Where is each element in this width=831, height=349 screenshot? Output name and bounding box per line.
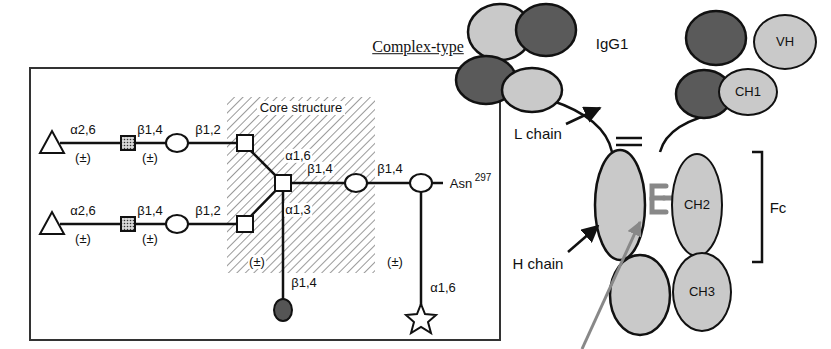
glcnac [166,134,188,152]
residue-name: Asn [450,177,472,191]
glycan-bonds [60,143,443,305]
residue-number: 297 [475,172,492,183]
linkage-label: β1,4 [376,162,404,176]
linkage-label: (±) [74,232,92,246]
mannose [275,175,291,191]
linkage-label: β1,4 [290,276,318,290]
part-label: H chain [513,256,564,273]
disulfide [616,137,642,140]
ch2-domain [595,150,645,260]
glcnac [345,174,367,192]
panel-frame [30,68,500,340]
linkage-label: (±) [74,151,92,165]
core-hatch [227,97,375,273]
glycan-pointer [582,222,640,349]
disulfide [616,144,642,147]
linkage-label: α2,6 [69,123,97,137]
fc-bracket [752,152,762,262]
node-text: VH [776,35,794,49]
leader-arrow [566,108,600,124]
galactose [121,217,135,231]
ch1-domain [502,68,562,112]
domain-ellipse: CH3 [672,252,732,332]
linkage-label: (±) [386,255,404,269]
core-region: Core structure [227,97,375,273]
domain-ellipse: CH2 [671,153,723,257]
fucose [406,304,436,333]
sialic-acid [40,131,64,153]
linkage-label: (±) [248,255,266,269]
linkage-label: β1,4 [306,162,334,176]
node-text: CH1 [735,85,761,99]
linkage-label: β1,4 [136,204,164,218]
linkage-label: α1,6 [429,281,457,295]
linkage-label: α1,3 [284,203,312,217]
linkage-label: β1,2 [194,204,222,218]
node-text: CH3 [689,285,715,299]
domain-ellipse: CH1 [718,68,778,116]
igg1-illustration [456,4,762,335]
glcnac [410,174,432,192]
glcnac [166,215,188,233]
galactose [121,136,135,150]
domain-ellipse: VH [753,14,817,70]
glycan-residues [40,131,436,333]
core-hatch-fill [227,97,375,273]
bisecting-glcnac [274,299,292,321]
node-text: Core structure [257,101,345,115]
part-label: IgG1 [596,36,629,53]
panel-title: Complex-type [372,38,464,56]
linkage-label: (±) [141,151,159,165]
sialic-acid [40,212,64,234]
linkage-label: α2,6 [69,204,97,218]
leader-arrow [568,226,598,252]
part-label: Fc [770,200,787,217]
part-label: L chain [514,126,562,143]
node-text: CH2 [684,198,710,212]
linkage-label: β1,4 [136,123,164,137]
mannose [237,216,253,232]
linkage-label: β1,2 [194,123,222,137]
vl-domain [516,4,576,56]
linkage-label: (±) [141,232,159,246]
vl-domain [686,11,746,65]
mannose [237,135,253,151]
